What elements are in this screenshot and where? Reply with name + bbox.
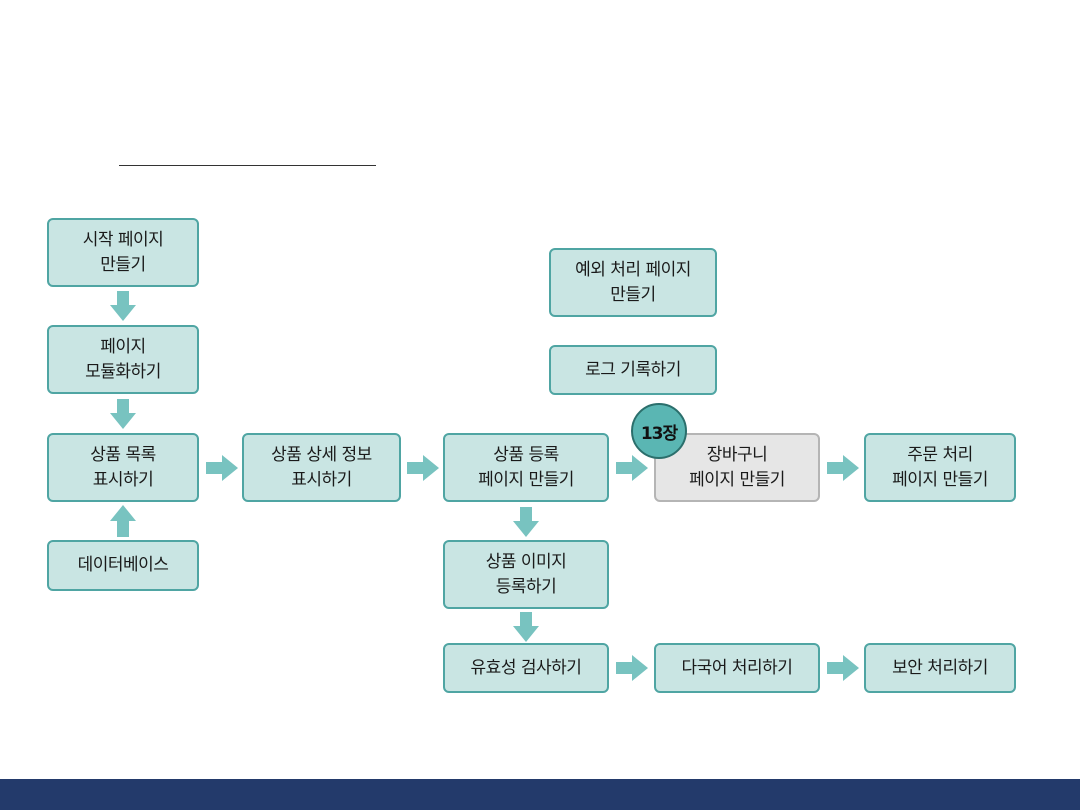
box-database: 데이터베이스: [47, 540, 199, 591]
arrow-down-4: [513, 612, 539, 642]
box-product-list: 상품 목록 표시하기: [47, 433, 199, 502]
box-page-modularize: 페이지 모듈화하기: [47, 325, 199, 394]
box-product-detail: 상품 상세 정보 표시하기: [242, 433, 401, 502]
box-product-image: 상품 이미지 등록하기: [443, 540, 609, 609]
box-cart-page: 장바구니 페이지 만들기: [654, 433, 820, 502]
footer-bar: [0, 779, 1080, 810]
arrow-right-5: [616, 655, 648, 681]
arrow-right-6: [827, 655, 859, 681]
arrow-right-4: [827, 455, 859, 481]
arrow-right-2: [407, 455, 439, 481]
box-product-register: 상품 등록 페이지 만들기: [443, 433, 609, 502]
box-order-page: 주문 처리 페이지 만들기: [864, 433, 1016, 502]
arrow-up-database: [110, 505, 136, 537]
arrow-down-3: [513, 507, 539, 537]
arrow-down-1: [110, 291, 136, 321]
chapter-badge: 13장: [631, 403, 687, 459]
box-validation: 유효성 검사하기: [443, 643, 609, 693]
title-underline: [119, 165, 376, 166]
box-multilingual: 다국어 처리하기: [654, 643, 820, 693]
box-start-page: 시작 페이지 만들기: [47, 218, 199, 287]
arrow-right-1: [206, 455, 238, 481]
arrow-right-3: [616, 455, 648, 481]
box-exception-page: 예외 처리 페이지 만들기: [549, 248, 717, 317]
arrow-down-2: [110, 399, 136, 429]
box-security: 보안 처리하기: [864, 643, 1016, 693]
box-logging: 로그 기록하기: [549, 345, 717, 395]
